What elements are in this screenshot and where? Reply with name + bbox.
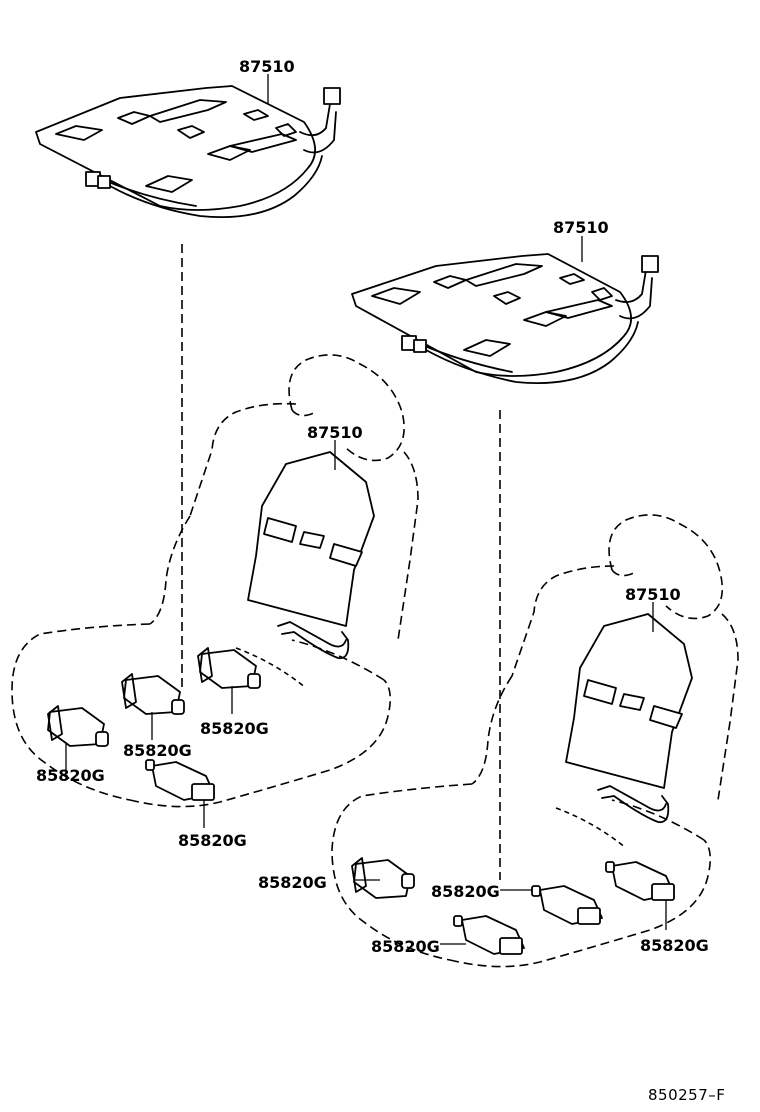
switch-left-2: 85820G	[121, 673, 192, 760]
label-85820g-r3: 85820G	[371, 937, 440, 956]
label-85820g-l2: 85820G	[123, 741, 192, 760]
seat-left: 87510	[11, 354, 419, 808]
label-85820g-r1: 85820G	[258, 873, 327, 892]
seat-cushion-heater-right: 87510	[351, 218, 659, 385]
switch-right-3: 85820G	[371, 915, 525, 956]
label-85820g-r4: 85820G	[640, 936, 709, 955]
switch-right-4: 85820G	[605, 861, 709, 955]
switch-left-1: 85820G	[36, 705, 109, 785]
label-85820g-r2: 85820G	[431, 882, 500, 901]
label-87510-back-left: 87510	[307, 423, 363, 442]
label-85820g-l3: 85820G	[200, 719, 269, 738]
label-87510-cushion-right: 87510	[553, 218, 609, 237]
reference-code: 850257–F	[648, 1086, 725, 1104]
switch-left-4: 85820G	[145, 759, 247, 850]
switch-right-1: 85820G	[258, 857, 415, 899]
label-85820g-l4: 85820G	[178, 831, 247, 850]
label-87510-back-right: 87510	[625, 585, 681, 604]
seat-cushion-heater-left: 87510	[35, 57, 341, 219]
label-87510-cushion-left: 87510	[239, 57, 295, 76]
seat-right: 87510	[331, 514, 739, 968]
switch-left-3: 85820G	[197, 647, 269, 738]
switch-right-2: 85820G	[431, 882, 603, 925]
label-85820g-l1: 85820G	[36, 766, 105, 785]
